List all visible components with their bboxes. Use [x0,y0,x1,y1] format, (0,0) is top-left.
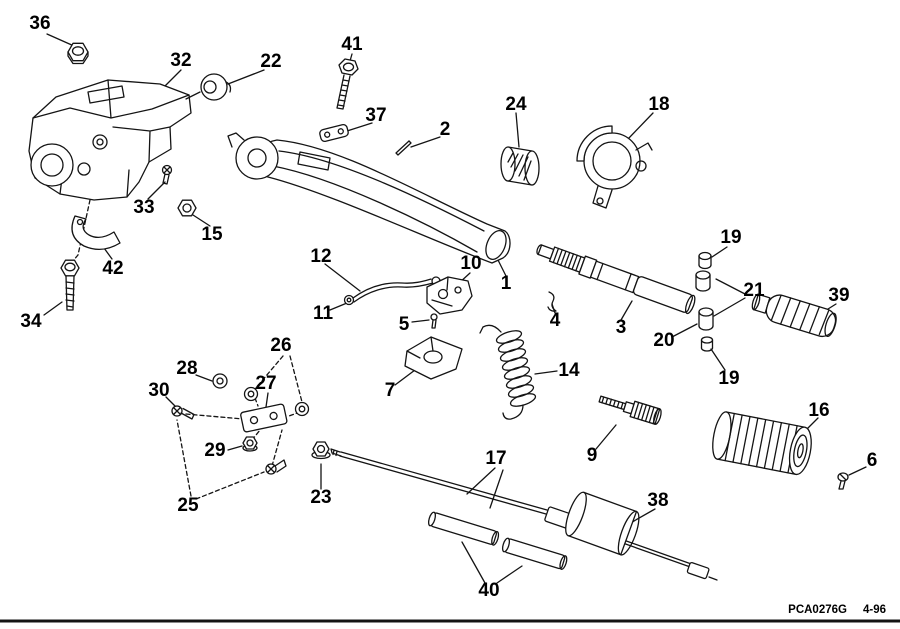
part-16-grip [712,411,812,476]
part-label-41: 41 [341,34,363,55]
part-label-25: 25 [177,495,199,516]
part-code: PCA0276G 4-96 [788,604,886,616]
part-4-pin [547,291,557,312]
part-37-clip [319,123,349,143]
part-label-9: 9 [586,445,598,466]
part-label-33: 33 [133,197,155,218]
part-24-bushing [500,146,540,186]
part-19-top-bushing [698,251,712,270]
part-label-19: 19 [718,368,740,389]
part-label-3: 3 [615,317,627,338]
part-1-tiller-arm [227,132,511,264]
part-18-clamp [576,125,653,209]
part-label-19: 19 [720,227,742,248]
part-label-15: 15 [201,224,223,245]
part-label-36: 36 [29,13,51,34]
part-22-grommet [200,73,232,101]
part-32-bracket [28,79,201,201]
part-label-38: 38 [647,490,669,511]
part-3-shaft [536,244,696,315]
part-label-40: 40 [478,580,500,601]
part-12-cable [343,276,441,306]
part-label-12: 12 [310,246,332,267]
part-40-tubes [427,511,568,570]
part-39-grip [751,293,837,338]
part-33-screw [161,164,173,185]
part-label-7: 7 [384,380,396,401]
part-36-nut [67,42,89,65]
part-label-34: 34 [20,311,42,332]
part-label-24: 24 [505,94,527,115]
part-label-21: 21 [743,280,765,301]
part-25-screw [265,459,287,475]
part-15-nut [177,199,197,217]
part-label-20: 20 [653,330,675,351]
part-26-washers [243,386,310,417]
part-10-bracket [426,276,473,315]
part-14-spring [479,324,537,420]
part-label-23: 23 [310,487,332,508]
part-label-42: 42 [102,258,124,279]
part-7-bracket [404,336,463,380]
part-41-bolt [336,58,359,110]
part-label-18: 18 [648,94,670,115]
part-label-22: 22 [260,51,282,72]
part-label-4: 4 [549,310,561,331]
part-38-cylinder [565,491,640,556]
part-label-6: 6 [866,450,878,471]
part-17-cable [330,448,718,581]
part-28-washer [212,373,228,389]
part-label-17: 17 [485,448,507,469]
part-label-29: 29 [204,440,226,461]
part-label-11: 11 [312,303,334,324]
part-label-32: 32 [170,50,192,71]
part-2-pin [395,140,412,156]
part-27-block [240,403,288,433]
part-5-screw [430,313,438,329]
part-label-39: 39 [828,285,850,306]
part-label-26: 26 [270,335,292,356]
part-label-16: 16 [808,400,830,421]
part-29-nut [242,436,258,452]
part-30-screw [171,405,195,420]
part-34-bolt [60,259,80,311]
part-label-14: 14 [558,360,580,381]
part-code-text: PCA0276G [788,604,847,616]
part-label-1: 1 [500,273,512,294]
part-label-2: 2 [439,119,451,140]
part-42-bracket [71,215,121,250]
part-6-screw [837,472,849,490]
part-23-nut [311,441,331,460]
part-19-bottom-bushing [700,336,714,352]
part-label-5: 5 [398,314,410,335]
part-21-link [695,270,714,331]
part-9-connector [598,395,662,425]
revision-text: 4-96 [862,604,886,616]
part-label-30: 30 [148,380,170,401]
part-label-28: 28 [176,358,198,379]
part-label-27: 27 [255,373,277,394]
part-label-37: 37 [365,105,387,126]
part-label-10: 10 [460,253,482,274]
